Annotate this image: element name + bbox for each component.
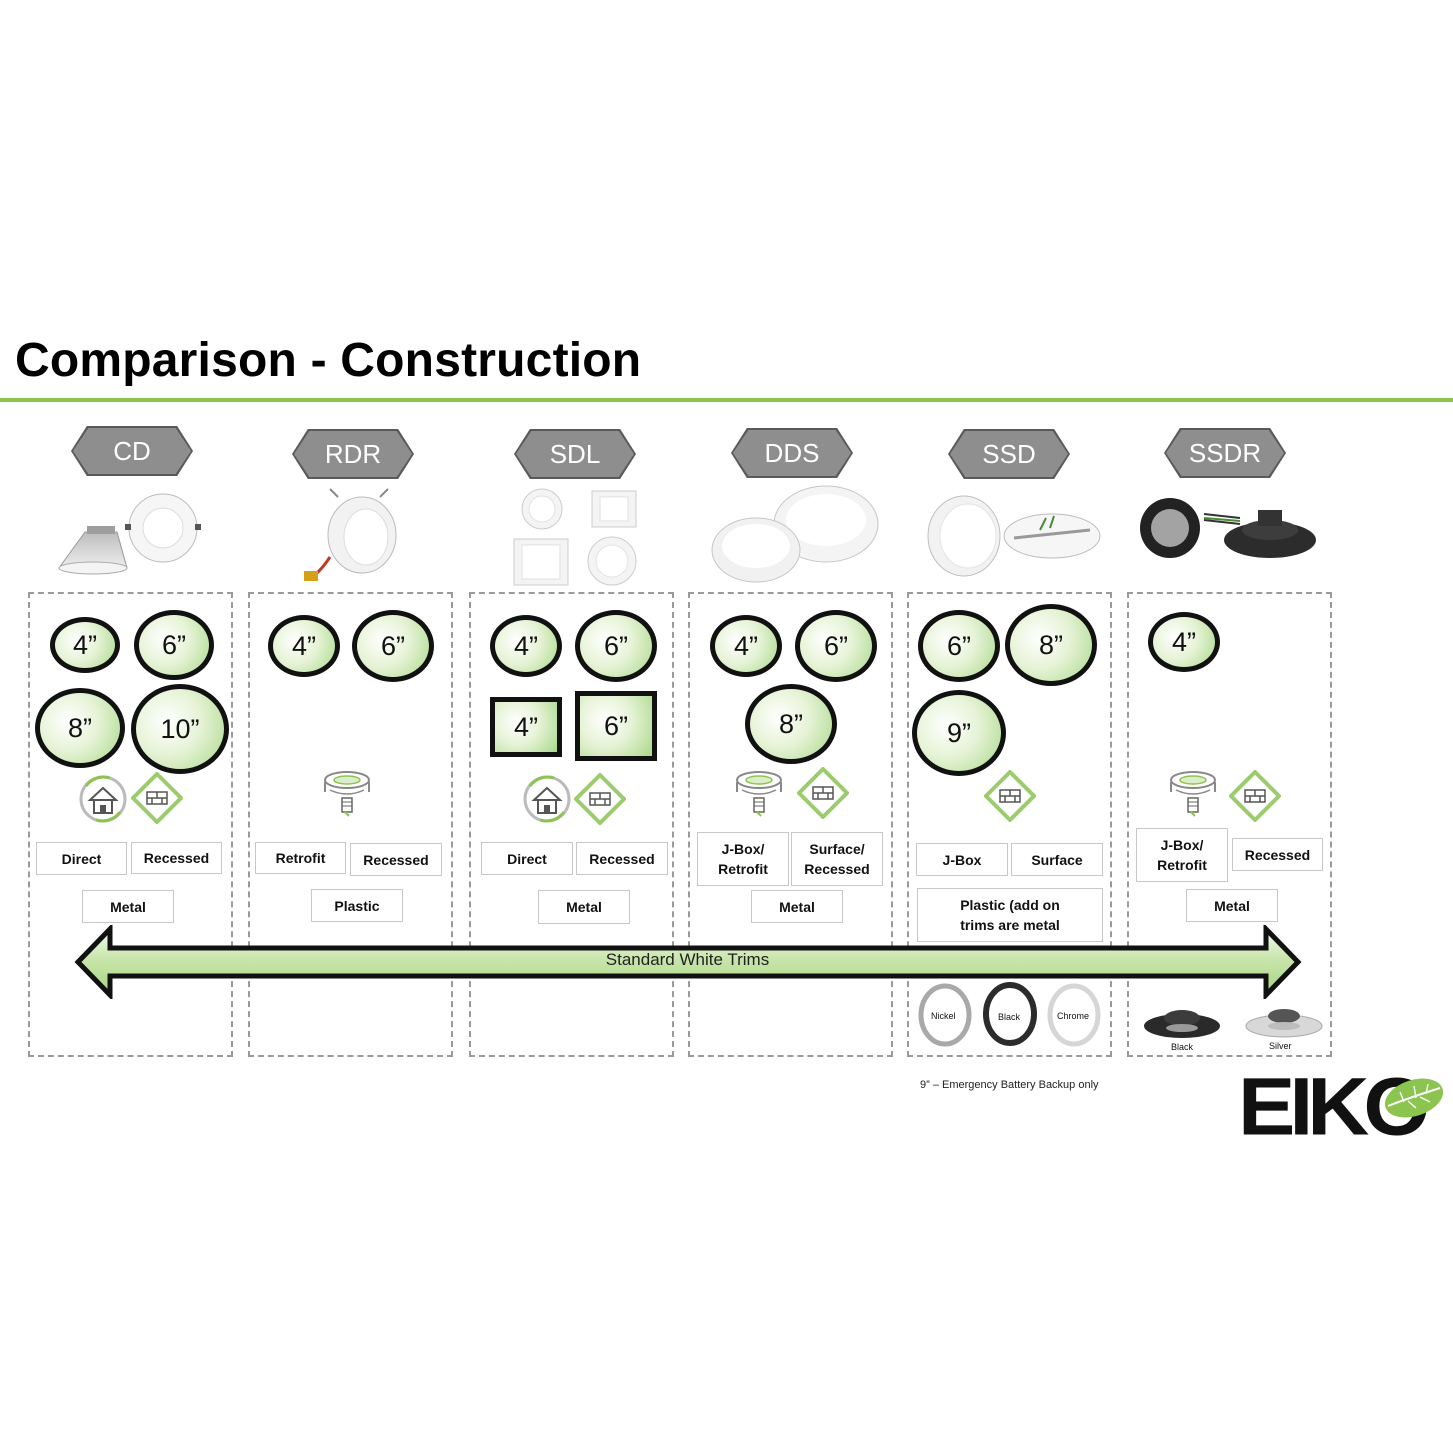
column-rdr [248,592,453,1057]
title-divider [0,398,1453,402]
ssd-product-photo [927,495,1101,577]
ssdr-product-photo [1140,498,1316,558]
size-badge: 4” [1148,612,1220,672]
recessed-brick-icon [574,773,626,825]
size-badge: 9” [912,690,1006,776]
jbox-retrofit-icon [736,771,782,817]
header-sdl-label: SDL [516,431,634,477]
install-label: Recessed [1232,838,1323,871]
silver-finish-photo [1245,1009,1323,1038]
column-sdl [469,592,674,1057]
size-badge: 8” [1005,604,1097,686]
standard-white-trims-arrow [74,925,1302,999]
black-finish-photo [1144,1010,1220,1038]
size-badge-square: 4” [490,697,562,757]
header-ssdr: SSDR [1164,428,1286,478]
install-label: Recessed [350,843,442,876]
install-label: Direct [481,842,573,875]
install-label: Direct [36,842,127,875]
dds-product-photo [711,485,879,583]
install-label: Recessed [131,842,222,874]
install-label: J-Box/ Retrofit [1136,828,1228,882]
install-label: J-Box [916,843,1008,876]
install-label: Retrofit [255,842,346,874]
column-ssdr [1127,592,1332,1057]
material-label: Metal [82,890,174,923]
install-label: Surface/ Recessed [791,832,883,886]
install-label: J-Box/ Retrofit [697,832,789,886]
size-badge: 4” [710,615,782,677]
arrow-label: Standard White Trims [605,950,770,969]
page-title: Comparison - Construction [15,334,642,387]
column-ssd [907,592,1112,1057]
header-rdr: RDR [292,429,414,479]
column-dds [688,592,893,1057]
install-label: Surface [1011,843,1103,876]
size-badge: 8” [745,684,837,764]
header-cd: CD [71,426,193,476]
retrofit-house-icon [79,775,127,823]
column-cd [28,592,233,1057]
sdl-product-photo [513,488,637,586]
chrome-trim-icon [1047,983,1101,1047]
finish-label: Chrome [1057,1011,1090,1021]
finish-label: Black [1171,1042,1194,1052]
material-label: Metal [1186,889,1278,922]
size-badge: 6” [134,610,214,680]
header-ssd: SSD [948,429,1070,479]
size-badge: 6” [575,610,657,682]
header-ssd-label: SSD [950,431,1068,477]
header-cd-label: CD [73,428,191,474]
black-trim-icon [983,982,1037,1046]
recessed-brick-icon [797,767,849,819]
recessed-brick-icon [984,770,1036,822]
material-label: Metal [538,890,630,924]
size-badge: 4” [268,615,340,677]
size-badge: 6” [918,610,1000,682]
finish-label: Nickel [931,1011,956,1021]
size-badge: 6” [352,610,434,682]
header-dds: DDS [731,428,853,478]
header-rdr-label: RDR [294,431,412,477]
nickel-trim-icon [918,983,972,1047]
size-badge: 6” [795,610,877,682]
leaf-icon [1384,1078,1444,1118]
size-badge-square: 6” [575,691,657,761]
jbox-retrofit-icon [1170,771,1216,817]
install-label: Recessed [576,842,668,875]
material-label: Plastic [311,889,403,922]
finish-label: Silver [1269,1041,1292,1051]
header-ssdr-label: SSDR [1166,430,1284,476]
retrofit-house-icon [523,775,571,823]
size-badge: 10” [131,684,229,774]
battery-backup-note: 9” – Emergency Battery Backup only [920,1079,1099,1091]
recessed-brick-icon [1229,770,1281,822]
finish-label: Black [998,1012,1021,1022]
size-badge: 4” [490,615,562,677]
header-dds-label: DDS [733,430,851,476]
recessed-brick-icon [131,772,183,824]
jbox-retrofit-icon [324,771,370,817]
material-label: Plastic (add on trims are metal [917,888,1103,942]
eiko-logo: EIKO [1238,1068,1444,1144]
material-label: Metal [751,890,843,923]
size-badge: 4” [50,617,120,673]
cd-product-photo [58,493,201,575]
header-sdl: SDL [514,429,636,479]
rdr-product-photo [304,488,397,581]
size-badge: 8” [35,688,125,768]
